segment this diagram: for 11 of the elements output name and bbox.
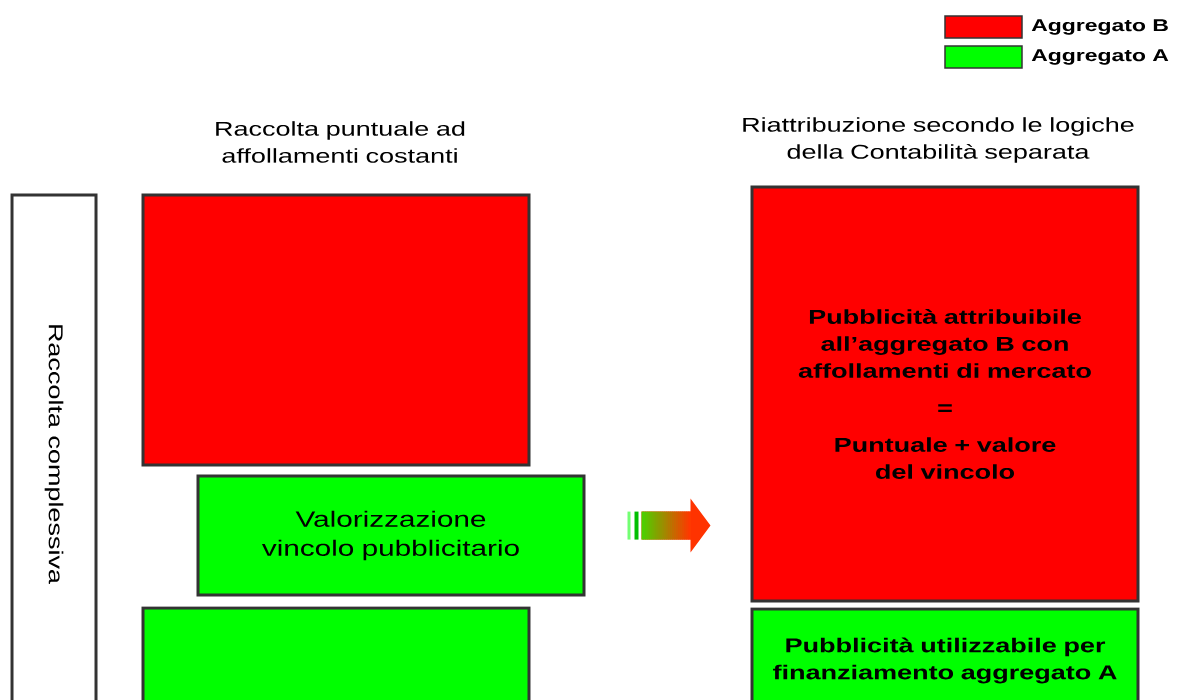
text-box: Pubblicità attribuibile all’aggregato B con affollamenti di mercato = Puntuale + valore del vincolo: [750, 185, 1140, 603]
column-title: Raccolta puntuale ad affollamenti costanti: [216, 121, 465, 163]
block: [141, 193, 531, 467]
legend-label: Aggregato B: [1031, 19, 1168, 35]
text-box: Raccolta complessiva: [10, 193, 98, 700]
text-box: Pubblicità utilizzabile per finanziamento aggregato A: [750, 607, 1140, 700]
legend-label: Aggregato A: [1031, 49, 1169, 65]
arrow: [627, 498, 711, 553]
column-title: Riattribuzione secondo le logiche della Contabilità separata: [743, 117, 1134, 163]
block: [141, 606, 531, 700]
text-box: Valorizzazione vincolo pubblicitario: [196, 474, 586, 597]
